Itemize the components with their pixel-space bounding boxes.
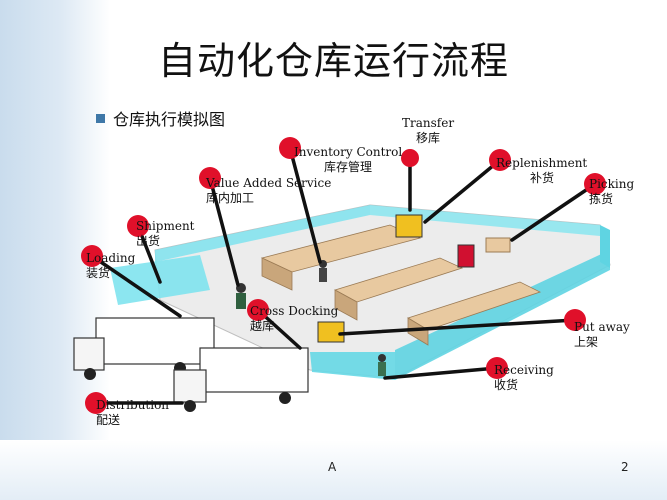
- label-loading-en: Loading: [86, 251, 136, 265]
- label-shipment-zh: 出货: [136, 234, 161, 248]
- label-distribution-zh: 配送: [96, 413, 121, 427]
- front-wall-edge: [310, 352, 395, 380]
- shelf-back-front: [261, 257, 293, 291]
- marker-replenishment: [489, 149, 511, 171]
- pallet-jack-replenish: [457, 244, 475, 268]
- marker-put-away: [564, 309, 586, 331]
- truck-loading-cab: [73, 337, 105, 371]
- label-value-added-service: Value Added Service 库内加工: [206, 176, 331, 206]
- marker-distribution: [85, 392, 107, 414]
- label-picking-zh: 拣货: [589, 192, 614, 206]
- label-picking: Picking 拣货: [589, 177, 634, 207]
- subtitle-row: 仓库执行模拟图: [96, 106, 225, 130]
- label-value-added-service-zh: 库内加工: [206, 191, 255, 205]
- background-bottom-band: [0, 440, 667, 500]
- slide-subtitle: 仓库执行模拟图: [113, 110, 226, 129]
- truck-distribution-wheel: [184, 400, 196, 412]
- label-transfer: Transfer 移库: [402, 116, 454, 146]
- marker-cross-docking: [247, 299, 269, 321]
- label-replenishment-en: Replenishment: [496, 156, 588, 170]
- truck-loading-trailer: [95, 317, 215, 365]
- shelf-front-front: [407, 317, 429, 346]
- marker-picking: [584, 173, 606, 195]
- truck-loading-wheel: [84, 368, 96, 380]
- page-number: 2: [621, 460, 629, 474]
- truck-distribution-trailer: [199, 347, 309, 393]
- label-put-away-zh: 上架: [574, 335, 599, 349]
- label-inventory-control-en: Inventory Control: [294, 145, 403, 159]
- marker-transfer: [401, 149, 419, 167]
- footer-letter: A: [328, 460, 337, 474]
- label-distribution-en: Distribution: [96, 398, 170, 412]
- back-wall-right: [370, 205, 600, 236]
- front-wall: [395, 250, 610, 380]
- marker-receiving: [486, 357, 508, 379]
- label-shipment: Shipment 出货: [136, 219, 195, 249]
- label-loading: Loading 装货: [86, 251, 135, 281]
- worker-receiving-icon: [378, 354, 386, 362]
- label-loading-zh: 装货: [86, 266, 111, 280]
- label-receiving: Receiving 收货: [494, 363, 554, 393]
- worker-inventory-body: [319, 268, 327, 282]
- label-transfer-zh: 移库: [416, 131, 441, 145]
- label-receiving-en: Receiving: [494, 363, 554, 377]
- bullet-square-icon: [96, 113, 105, 123]
- callout-line-replenishment: [423, 158, 502, 224]
- label-inventory-control: Inventory Control 库存管理: [294, 145, 402, 175]
- label-put-away: Put away 上架: [574, 320, 630, 350]
- label-put-away-en: Put away: [574, 320, 630, 334]
- marker-inventory: [279, 137, 301, 159]
- callout-line-receiving: [383, 366, 499, 380]
- cart-picking: [485, 237, 511, 253]
- truck-distribution-cab: [173, 369, 207, 403]
- forklift-transfer: [395, 214, 423, 238]
- callout-line-put-away: [338, 318, 577, 336]
- label-receiving-zh: 收货: [494, 378, 519, 392]
- label-cross-docking-en: Cross Docking: [250, 304, 339, 318]
- callout-line-inventory: [288, 146, 322, 264]
- marker-shipment: [127, 215, 149, 237]
- callout-line-loading: [90, 254, 182, 318]
- marker-loading: [81, 245, 103, 267]
- worker-receiving-body: [378, 362, 386, 376]
- forklift-cross-dock: [317, 321, 345, 343]
- label-inventory-control-zh: 库存管理: [324, 160, 373, 174]
- label-transfer-en: Transfer: [402, 116, 455, 130]
- label-cross-docking: Cross Docking 越库: [250, 304, 338, 334]
- label-replenishment: Replenishment 补货: [496, 156, 587, 186]
- label-replenishment-zh: 补货: [530, 171, 555, 185]
- label-value-added-service-en: Value Added Service: [206, 176, 332, 190]
- worker-value-added-body: [236, 293, 246, 309]
- label-picking-en: Picking: [589, 177, 635, 191]
- label-shipment-en: Shipment: [136, 219, 195, 233]
- slide-title: 自动化仓库运行流程: [157, 39, 509, 83]
- label-distribution: Distribution 配送: [96, 398, 169, 428]
- callout-line-picking: [510, 182, 597, 242]
- label-cross-docking-zh: 越库: [250, 319, 275, 333]
- marker-value-added: [199, 167, 221, 189]
- callout-line-value-added: [208, 176, 240, 287]
- back-wall-left: [155, 205, 370, 262]
- shelf-middle-front: [334, 289, 358, 321]
- truck-distribution-wheel-rear: [279, 392, 291, 404]
